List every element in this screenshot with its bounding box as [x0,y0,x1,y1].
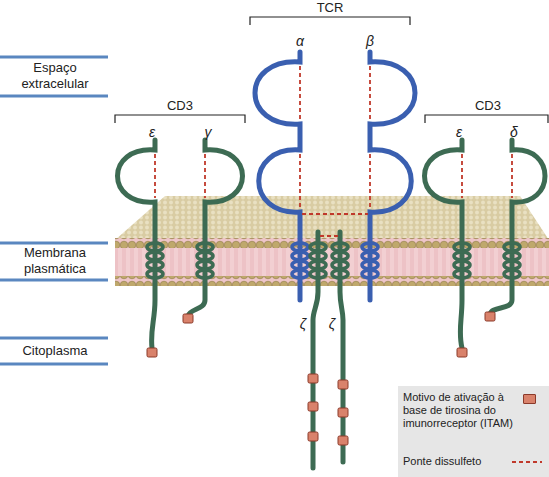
group-label: CD3 [150,98,210,114]
chain-label: ε [449,124,469,140]
chain-label: γ [198,124,218,140]
legend-dash-sample [512,461,542,463]
chain-label: β [360,33,380,49]
region-label: Citoplasma [5,343,105,359]
group-label: CD3 [458,98,518,114]
chain-label: δ [504,124,524,140]
group-brackets [115,17,548,123]
disulfide-bridges [155,66,512,236]
chain-label: ε [142,124,162,140]
chain-label: α [290,33,310,49]
legend-text: Ponte dissulfeto [403,455,513,468]
region-label: Espaço extracelular [5,60,105,92]
group-label: TCR [300,0,360,16]
region-band-lines [0,57,108,364]
legend-box [398,386,549,477]
tcr-chains [255,52,415,300]
lipid-bilayer [115,196,549,286]
cd3-chains [118,140,546,348]
legend-swatch [523,394,536,404]
chain-label: ζ [324,316,340,332]
chain-label: ζ [295,316,311,332]
region-label: Membrana plasmática [5,245,105,277]
legend-text: Motivo de ativação à base de tirosina do… [403,391,519,430]
